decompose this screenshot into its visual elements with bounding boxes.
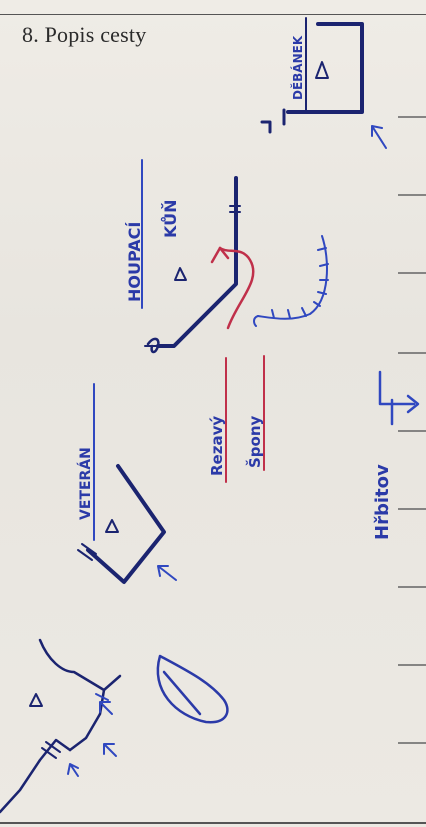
ruled-line [398,508,426,510]
debanek-label: DĚBÁNEK [290,35,305,100]
veteran-label: VETERÁN [77,447,94,520]
bottom-border [0,822,426,824]
top-border [0,14,426,15]
veteran-marker [77,383,177,584]
ruled-line [398,664,426,666]
lower-route-sketch [0,638,122,814]
ruled-line [398,586,426,588]
playground-arcs [253,235,329,327]
kun-label: KŮŇ [161,200,180,239]
ruled-line [398,742,426,744]
debanek-marker [260,17,387,149]
ruled-line [398,352,426,354]
houpaci-label: HOUPACÍ [125,222,144,302]
ruled-line [398,272,426,274]
ruled-line [398,116,426,118]
hrbitov-label: Hřbitov [372,464,393,540]
page-title: 8. Popis cesty [22,22,147,47]
ruled-line [398,194,426,196]
rezavy-underline [225,355,265,483]
ruled-line [398,430,426,432]
spony-label: Špony [245,415,264,468]
oval-bench [156,654,229,724]
hrbitov-arrow [378,370,420,426]
houpaci-kun-marker [141,159,255,354]
rezavy-label: Rezavý [208,416,226,476]
